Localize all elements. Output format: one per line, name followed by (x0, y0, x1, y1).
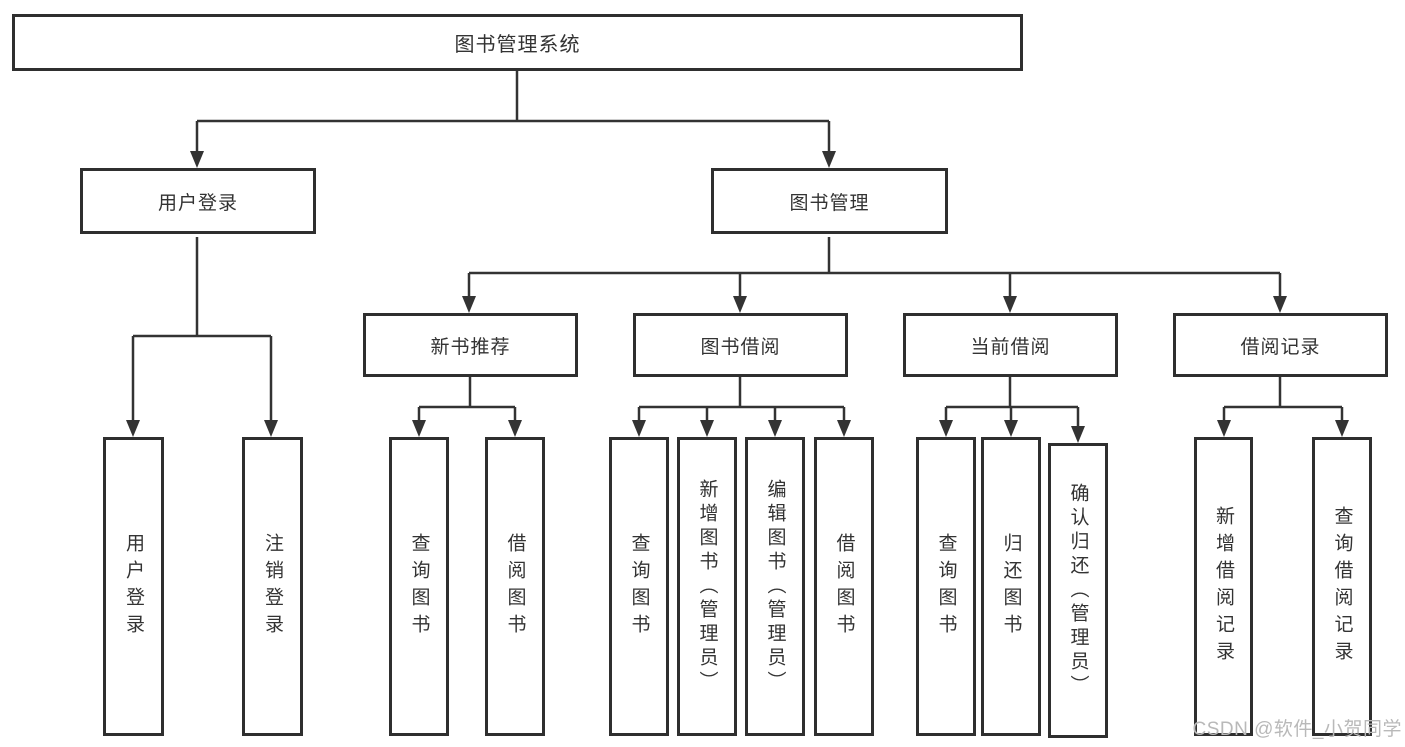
arrow-down-icon (1004, 420, 1018, 437)
arrow-down-icon (632, 420, 646, 437)
arrow-down-icon (837, 420, 851, 437)
connector-bookmgmt-split (467, 237, 1282, 297)
node-book-borrow: 图书借阅 (633, 313, 848, 377)
leaf-borrow-add-books-admin: 新增图书（管理员） (677, 437, 737, 736)
leaf-current-return-books: 归还图书 (981, 437, 1041, 736)
leaf-borrow-query-books: 查询图书 (609, 437, 669, 736)
arrow-down-icon (1071, 426, 1085, 443)
arrow-down-icon (508, 420, 522, 437)
leaf-logout: 注销登录 (242, 437, 303, 736)
node-new-book-recommend: 新书推荐 (363, 313, 578, 377)
arrowheads (126, 151, 1349, 443)
arrow-down-icon (126, 420, 140, 437)
connector-newbook-split (417, 377, 517, 421)
connector-borrow-split (637, 377, 846, 421)
arrow-down-icon (700, 420, 714, 437)
arrow-down-icon (462, 296, 476, 313)
csdn-watermark: CSDN @软件_小贺同学 (1192, 719, 1402, 740)
leaf-record-query: 查询借阅记录 (1312, 437, 1372, 736)
leaf-current-query-books: 查询图书 (916, 437, 976, 736)
node-book-management: 图书管理 (711, 168, 948, 234)
connector-userlogin-split (131, 237, 273, 421)
arrow-down-icon (1273, 296, 1287, 313)
arrow-down-icon (190, 151, 204, 168)
arrow-down-icon (1003, 296, 1017, 313)
arrow-down-icon (822, 151, 836, 168)
arrow-down-icon (939, 420, 953, 437)
leaf-borrow-edit-books-admin: 编辑图书（管理员） (745, 437, 805, 736)
node-borrow-records: 借阅记录 (1173, 313, 1388, 377)
connector-lines (131, 70, 1344, 427)
node-root-system: 图书管理系统 (12, 14, 1023, 71)
arrow-down-icon (733, 296, 747, 313)
leaf-user-login: 用户登录 (103, 437, 164, 736)
leaf-borrow-borrow-books: 借阅图书 (814, 437, 874, 736)
connector-current-split (944, 377, 1080, 427)
arrow-down-icon (412, 420, 426, 437)
leaf-newbook-borrow-books: 借阅图书 (485, 437, 545, 736)
node-current-borrow: 当前借阅 (903, 313, 1118, 377)
node-user-login: 用户登录 (80, 168, 316, 234)
leaf-current-confirm-return-admin: 确认归还（管理员） (1048, 443, 1108, 738)
leaf-newbook-query-books: 查询图书 (389, 437, 449, 736)
arrow-down-icon (1217, 420, 1231, 437)
arrow-down-icon (264, 420, 278, 437)
leaf-record-add: 新增借阅记录 (1194, 437, 1253, 736)
connector-root-split (195, 70, 831, 152)
connector-record-split (1222, 377, 1344, 421)
arrow-down-icon (768, 420, 782, 437)
arrow-down-icon (1335, 420, 1349, 437)
